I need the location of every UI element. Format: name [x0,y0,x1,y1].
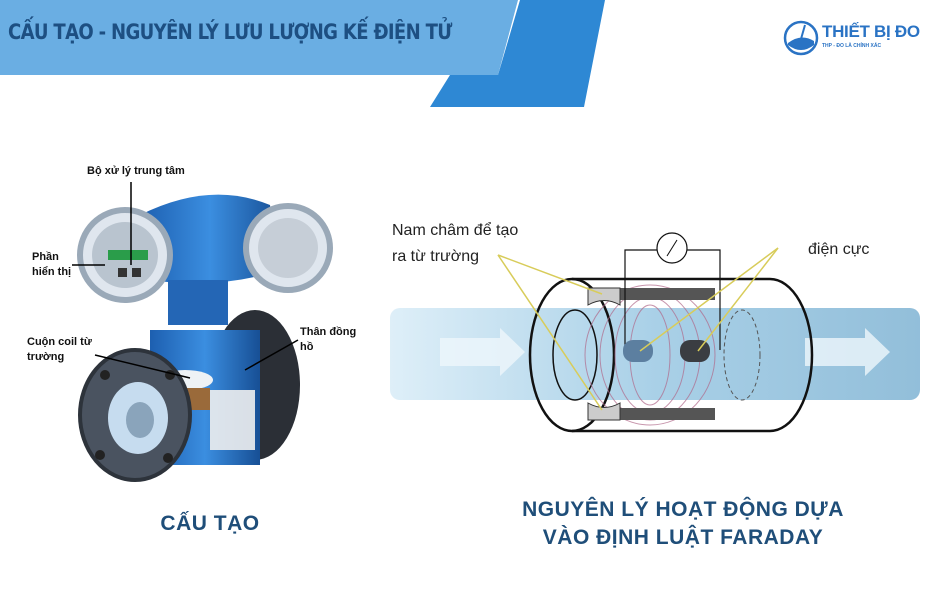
label-display-line1: Phần [32,251,59,263]
label-display-line2: hiển thị [32,266,72,278]
electrode-left [623,340,653,362]
header-band-light [0,0,518,75]
label-magnet: Nam châm để tạo ra từ trường [392,218,518,270]
faraday-principle-diagram [390,232,920,433]
pointer-lines [497,247,779,411]
label-coil-line2: trường [27,351,65,363]
label-body-line2: hồ [300,341,314,353]
label-body-line1: Thân đồng [300,326,357,338]
flow-arrow-right [805,328,890,376]
label-magnet-line1: Nam châm để tạo [392,222,519,239]
caption-principle: NGUYÊN LÝ HOẠT ĐỘNG DỰA VÀO ĐỊNH LUẬT FA… [480,496,886,552]
label-cpu: Bộ xử lý trung tâm [87,165,185,177]
flowmeter-illustration [72,182,333,482]
label-display: Phần hiển thị [32,250,71,280]
logo-tagline: THP - ĐO LÀ CHÍNH XÁC [822,43,882,49]
page-title: CẤU TẠO - NGUYÊN LÝ LƯU LƯỢNG KẾ ĐIỆN TỬ [8,20,452,44]
caption-principle-line1: NGUYÊN LÝ HOẠT ĐỘNG DỰA [522,498,844,521]
label-electrode: điện cực [808,241,870,258]
pipe [390,308,920,400]
header-band-dark [430,0,605,107]
flow-arrow-left [440,328,525,376]
magnet-bottom [587,402,621,421]
caption-principle-line2: VÀO ĐỊNH LUẬT FARADAY [542,526,824,549]
label-coil-line1: Cuộn coil từ [27,336,92,348]
header-banner [0,0,605,107]
gauge-icon [783,20,819,56]
logo-name: THIẾT BỊ ĐO [822,22,920,41]
label-body: Thân đồng hồ [300,325,356,355]
caption-structure: CẤU TẠO [160,512,260,535]
label-coil: Cuộn coil từ trường [27,335,92,365]
electrode-right [680,340,710,362]
label-magnet-line2: ra từ trường [392,248,480,265]
